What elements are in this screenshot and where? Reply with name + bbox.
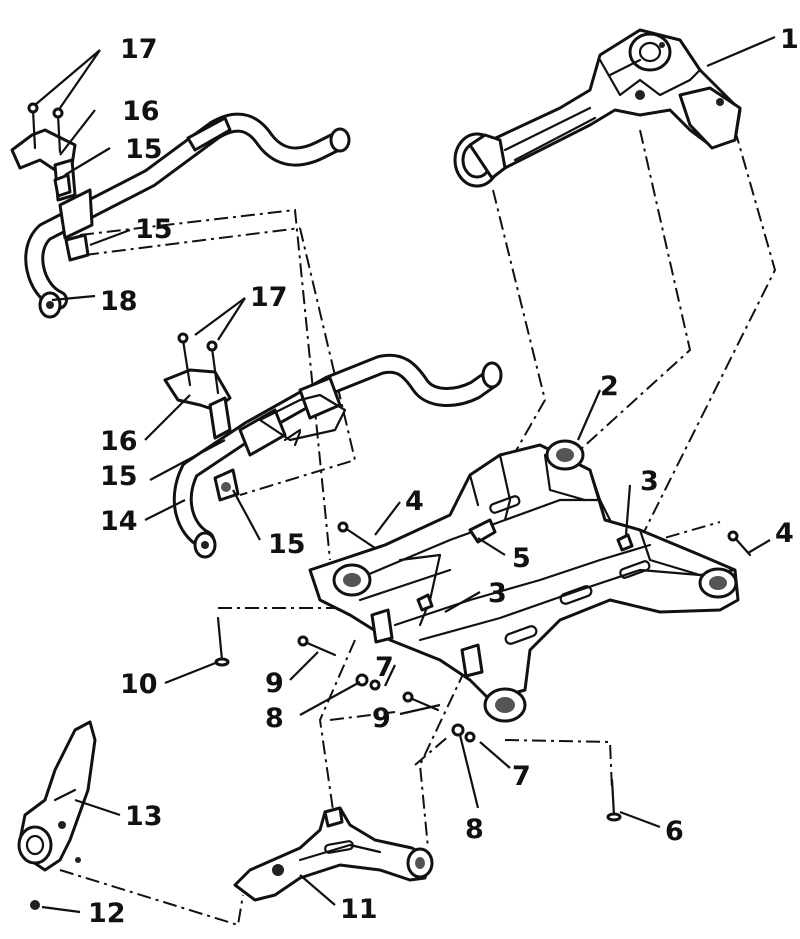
callout-8: 8 [265, 703, 284, 734]
fasteners-drawing [30, 521, 752, 910]
callout-14: 14 [100, 506, 138, 537]
callout-7: 7 [512, 761, 531, 792]
callout-6: 6 [665, 816, 684, 847]
assembly-guide-lines [59, 129, 777, 927]
upper-stabilizer-bar-drawing [10, 102, 351, 319]
subframe-drawing [308, 439, 740, 723]
callout-4: 4 [405, 486, 424, 517]
callout-16: 16 [100, 426, 138, 457]
callout-3: 3 [640, 466, 659, 497]
leader-lines [34, 35, 776, 914]
callout-15: 15 [125, 134, 163, 165]
callout-16: 16 [122, 96, 160, 127]
callout-17: 17 [250, 282, 288, 313]
callout-2: 2 [600, 371, 619, 402]
callout-5: 5 [512, 543, 531, 574]
callout-17: 17 [120, 34, 158, 65]
callout-9: 9 [265, 668, 284, 699]
callout-13: 13 [125, 801, 163, 832]
callout-18: 18 [100, 286, 138, 317]
callout-3: 3 [488, 578, 507, 609]
callout-12: 12 [88, 898, 126, 929]
callout-labels: 1 2 3 3 4 4 5 6 7 7 8 8 9 9 10 11 12 13 … [88, 24, 799, 929]
lower-stabilizer-bar-drawing [163, 332, 503, 559]
callout-4: 4 [775, 518, 794, 549]
rear-differential-drawing [453, 28, 742, 188]
callout-11: 11 [340, 894, 378, 925]
wheel-carrier-drawing [17, 720, 97, 872]
callout-15: 15 [100, 461, 138, 492]
callout-9: 9 [372, 703, 391, 734]
callout-8: 8 [465, 814, 484, 845]
callout-10: 10 [120, 669, 158, 700]
callout-7: 7 [375, 652, 394, 683]
callout-1: 1 [780, 24, 799, 55]
callout-15: 15 [268, 529, 306, 560]
lower-control-arm-drawing [233, 806, 434, 902]
callout-15: 15 [135, 214, 173, 245]
